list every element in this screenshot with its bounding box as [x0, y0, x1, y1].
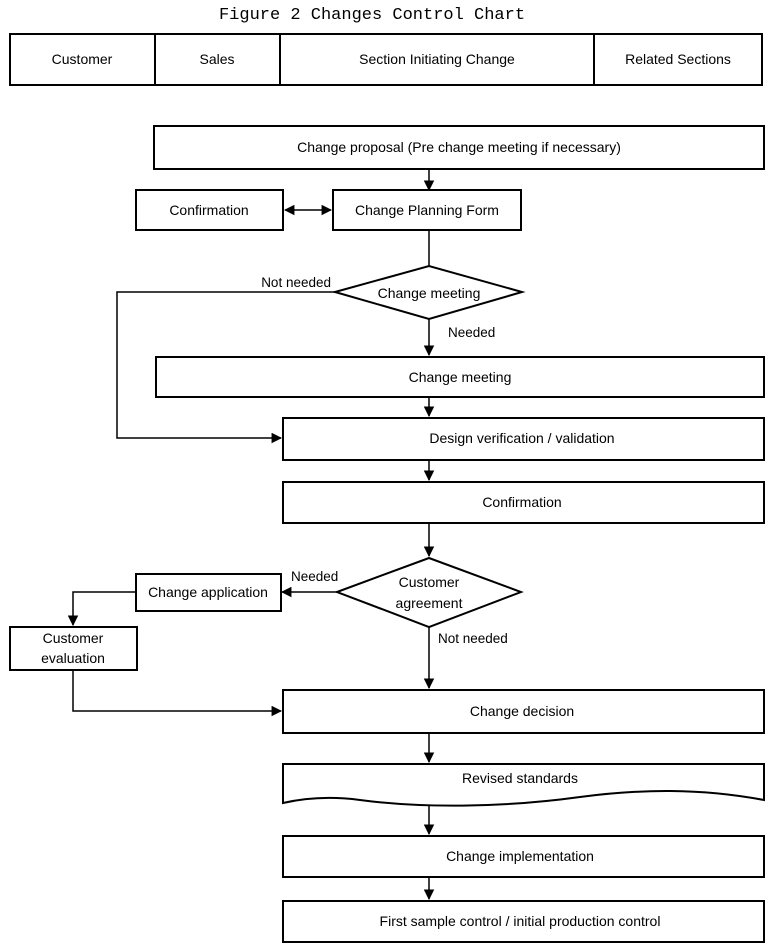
edge-label-needed: Needed: [448, 325, 495, 340]
connectors: [67, 169, 435, 901]
lane-sales: Sales: [199, 51, 234, 67]
first-sample-control-node: First sample control / initial productio…: [282, 900, 765, 943]
connector-evaluation-to-decision: [72, 670, 283, 717]
connector-not-needed-bypass: [116, 291, 335, 444]
change-application-node: Change application: [135, 573, 282, 612]
lane-header: Customer Sales Section Initiating Change…: [9, 33, 763, 86]
lane-header-frame: [9, 33, 763, 86]
edge-label-needed: Needed: [291, 569, 338, 584]
design-verification-label: Design verification / validation: [429, 430, 614, 446]
revised-standards-node: Revised standards: [282, 763, 765, 807]
change-proposal-label: Change proposal (Pre change meeting if n…: [297, 139, 621, 155]
change-implementation-node: Change implementation: [282, 835, 765, 878]
connector-application-to-evaluation: [67, 591, 136, 627]
change-meeting-node: Change meeting: [155, 356, 765, 398]
customer-agreement-label-line2: agreement: [396, 595, 463, 611]
figure-title: Figure 2 Changes Control Chart: [219, 6, 525, 25]
change-decision-label: Change decision: [470, 703, 574, 719]
change-meeting-decision-node: Change meeting: [331, 264, 526, 321]
revised-standards-label: Revised standards: [462, 770, 578, 786]
change-meeting-label: Change meeting: [409, 369, 512, 385]
lane-related-sections: Related Sections: [625, 51, 731, 67]
customer-evaluation-label-line2: evaluation: [41, 650, 105, 666]
change-decision-node: Change decision: [282, 689, 765, 734]
confirmation-label: Confirmation: [482, 494, 561, 510]
change-implementation-label: Change implementation: [446, 848, 594, 864]
confirmation-sales-label: Confirmation: [169, 202, 248, 218]
change-planning-form-label: Change Planning Form: [355, 202, 499, 218]
lane-customer: Customer: [52, 51, 113, 67]
change-proposal-node: Change proposal (Pre change meeting if n…: [153, 125, 765, 170]
lane-section-initiating-change: Section Initiating Change: [359, 51, 515, 67]
confirmation-node: Confirmation: [282, 481, 765, 524]
change-application-label: Change application: [148, 584, 268, 600]
edge-label-not-needed: Not needed: [261, 275, 331, 290]
change-meeting-decision-label: Change meeting: [378, 285, 481, 301]
first-sample-control-label: First sample control / initial productio…: [380, 913, 661, 929]
customer-agreement-label-line1: Customer: [399, 574, 460, 590]
edge-label-not-needed: Not needed: [438, 631, 508, 646]
customer-evaluation-label-line1: Customer: [43, 630, 104, 646]
confirmation-sales-node: Confirmation: [135, 189, 284, 231]
change-planning-form-node: Change Planning Form: [332, 189, 522, 231]
design-verification-node: Design verification / validation: [282, 417, 765, 461]
customer-evaluation-node: Customer evaluation: [9, 626, 138, 671]
customer-agreement-node: Customer agreement: [334, 556, 524, 629]
